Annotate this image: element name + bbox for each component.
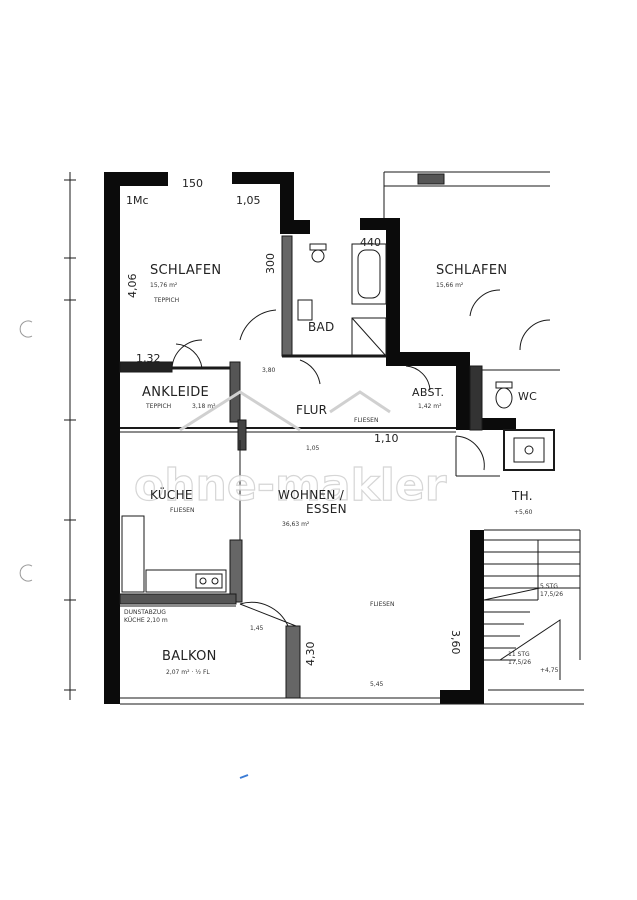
interior-walls	[119, 171, 560, 699]
dimension-label: 300	[264, 253, 277, 274]
dimension-label: 5,45	[370, 681, 384, 688]
toilet-bad	[309, 243, 327, 263]
punch-hole-bottom	[19, 564, 33, 582]
room-floor-kuche: FLIESEN	[170, 507, 194, 514]
level-mark-2: +4,75	[540, 667, 559, 674]
room-label-th: TH.	[511, 489, 533, 503]
shower	[351, 317, 387, 357]
kitchen-counter	[121, 515, 227, 593]
room-label-bad: BAD	[308, 320, 335, 334]
bathtub	[351, 243, 387, 305]
room-label-wohnen-line1: WOHNEN /	[278, 488, 345, 502]
room-label-wc: WC	[518, 390, 537, 403]
dimension-label: 1Mc	[126, 194, 149, 207]
room-label-schlafen-left: SCHLAFEN	[150, 263, 221, 278]
room-area-abst: 1,42 m²	[418, 403, 442, 410]
punch-hole-top	[19, 320, 33, 338]
room-label-kuche: KÜCHE	[150, 486, 193, 502]
dimension-label: 4,30	[304, 642, 317, 667]
left-dimension-line	[64, 172, 76, 700]
watermark: ohne-makler	[133, 390, 447, 512]
level-mark-1: +5,60	[514, 509, 533, 516]
dimension-label: 1,05	[306, 445, 320, 452]
doors	[171, 289, 551, 627]
dimension-label: 440	[360, 236, 381, 249]
dimension-label: 4,06	[126, 274, 139, 299]
room-area-ankleide: 3,18 m²	[192, 403, 216, 410]
room-label-flur: FLUR	[296, 403, 327, 417]
sink-bad	[297, 299, 313, 321]
dimension-label: 1,45	[250, 625, 264, 632]
room-floor-wohnen: FLIESEN	[370, 601, 394, 608]
dimension-label: 3,60	[449, 630, 462, 655]
room-area-schlafen-right: 15,66 m²	[436, 282, 464, 289]
staircase	[483, 529, 584, 691]
dimension-label: 150	[182, 177, 203, 190]
room-area-schlafen-left: 15,76 m²	[150, 282, 178, 289]
exterior-walls	[104, 172, 584, 705]
room-floor-flur: FLIESEN	[354, 417, 378, 424]
watermark-text: ohne-makler	[134, 460, 447, 511]
room-label-balkon: BALKON	[162, 649, 217, 664]
room-floor-schlafen-left: TEPPICH	[153, 297, 179, 304]
toilet-wc	[495, 381, 513, 409]
room-label-ankleide: ANKLEIDE	[142, 385, 209, 400]
room-label-wohnen-line2: ESSEN	[306, 502, 347, 516]
dimension-label: 1,32	[136, 352, 161, 365]
room-area-wohnen: 36,63 m²	[282, 521, 310, 528]
ink-mark	[239, 774, 249, 779]
dimension-label: 1,10	[374, 432, 399, 445]
dimension-label: 1,05	[236, 194, 261, 207]
room-area-balkon: 2,07 m² · ½ FL	[166, 669, 210, 676]
room-label-abst: ABST.	[412, 386, 444, 399]
room-label-schlafen-right: SCHLAFEN	[436, 263, 507, 278]
room-floor-ankleide: TEPPICH	[145, 403, 171, 410]
dimension-label: 3,80	[262, 367, 276, 374]
